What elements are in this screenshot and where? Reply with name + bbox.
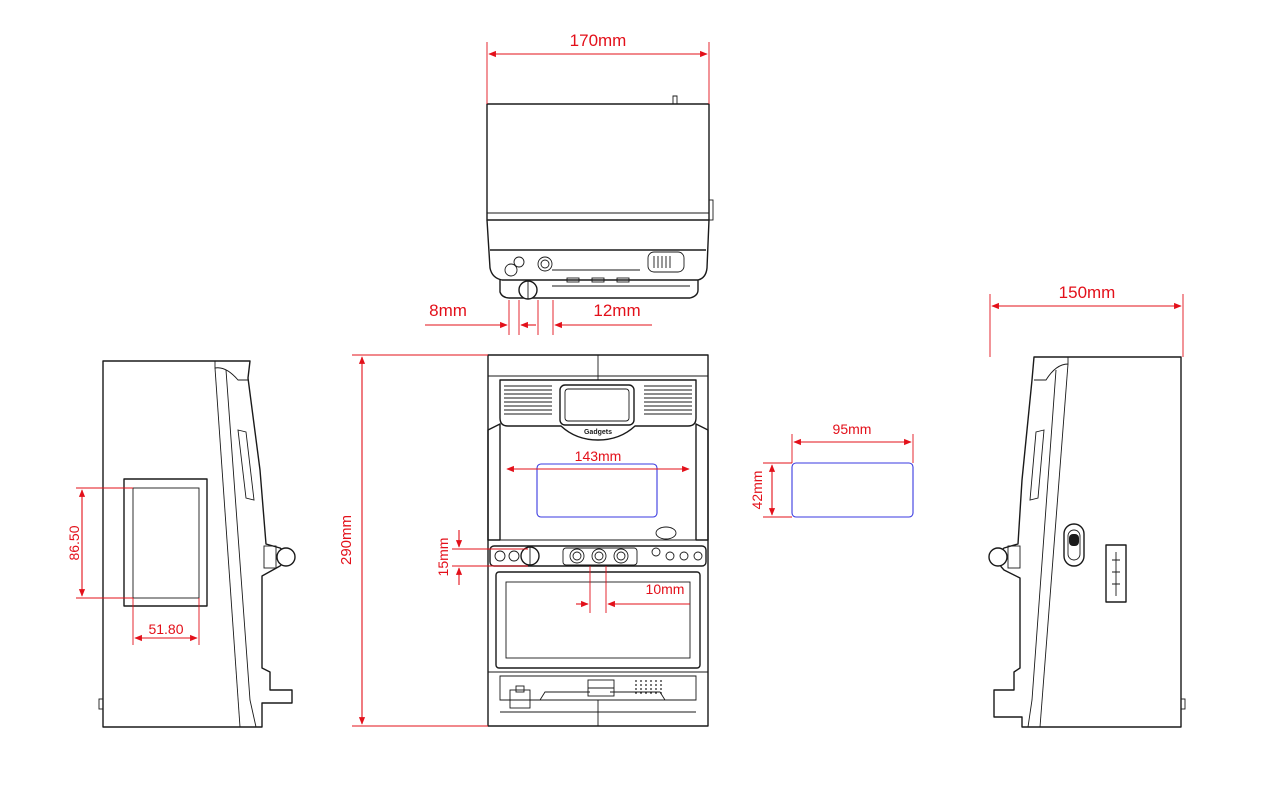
detached-panel [791, 462, 914, 518]
dim-front-height: 290mm [338, 354, 488, 727]
dim-top-gaps: 8mm 12mm [425, 300, 652, 335]
right-side-view [988, 356, 1186, 728]
dim-side-depth-label: 150mm [1059, 283, 1116, 302]
dim-button-height: 15mm [435, 530, 528, 585]
dim-screen-width-label: 143mm [575, 448, 622, 464]
dim-top-width-label: 170mm [570, 31, 627, 50]
dim-panel: 95mm 42mm [749, 421, 914, 518]
left-speaker-grille [504, 385, 552, 415]
left-side-view [98, 360, 296, 728]
dim-front-height-label: 290mm [338, 515, 355, 565]
dim-button-spacing-label: 10mm [646, 581, 685, 597]
dim-panel-width-label: 95mm [833, 421, 872, 437]
dim-button-spacing: 10mm [576, 566, 690, 613]
dim-screen-width: 143mm [506, 448, 690, 473]
dim-button-height-label: 15mm [435, 538, 451, 577]
bottom-speaker-dots [635, 680, 662, 694]
front-view: Gadgets [487, 354, 709, 727]
dim-side-window-width-label: 51.80 [148, 621, 183, 637]
top-view [486, 95, 714, 300]
brand-logo-text: Gadgets [584, 429, 612, 436]
dim-side-window-height-label: 86.50 [66, 525, 82, 560]
right-speaker-grille [644, 385, 692, 415]
dim-top-width: 170mm [486, 31, 710, 104]
dim-panel-height-label: 42mm [749, 471, 765, 510]
dim-top-gap-left-label: 8mm [429, 301, 467, 320]
dim-top-gap-right-label: 12mm [593, 301, 640, 320]
dim-side-depth: 150mm [989, 283, 1184, 357]
card-slot [1105, 544, 1127, 603]
dim-side-window: 86.50 51.80 [66, 487, 200, 645]
side-switch [1063, 523, 1085, 567]
